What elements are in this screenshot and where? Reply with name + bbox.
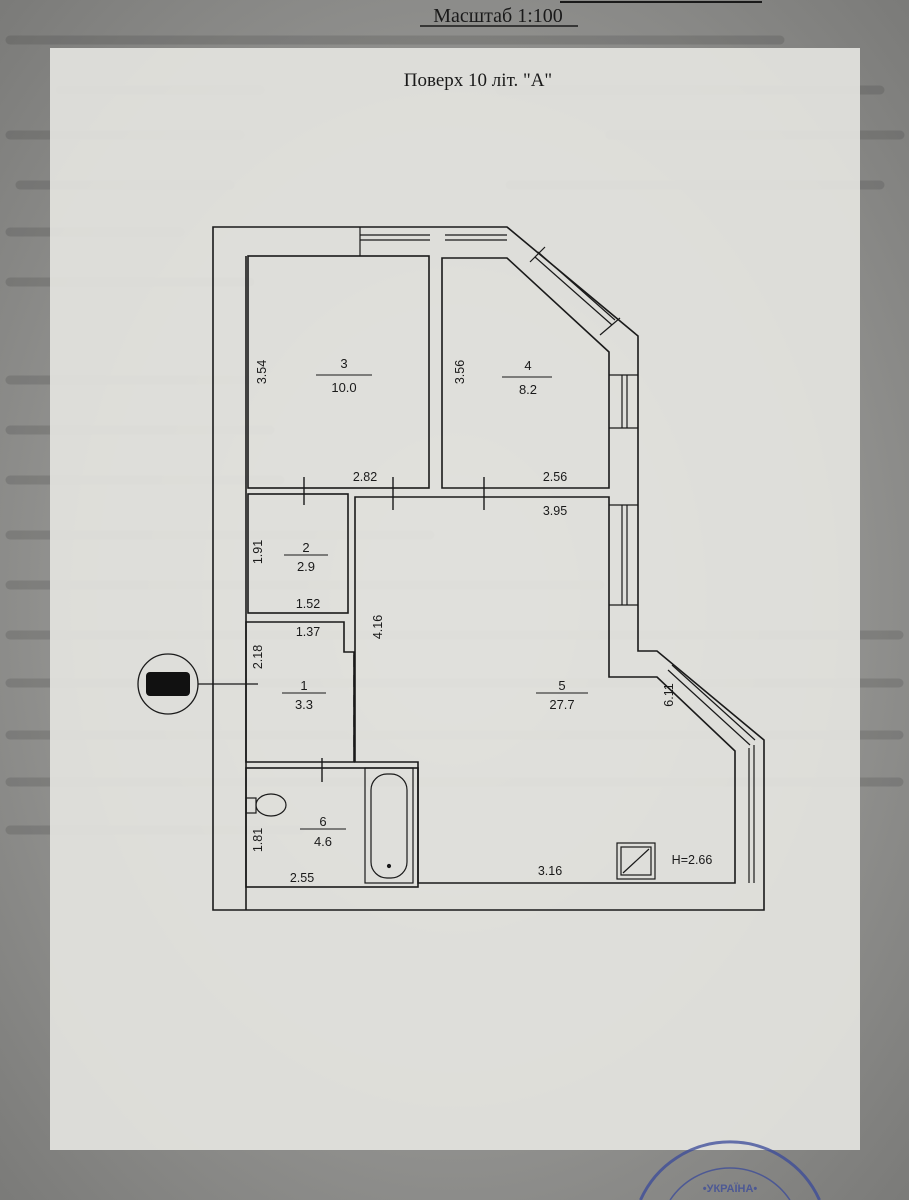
svg-text:5: 5 — [558, 678, 565, 693]
svg-text:8.2: 8.2 — [519, 382, 537, 397]
ceiling-height: H=2.66 — [672, 853, 713, 867]
dim-room6-height: 1.81 — [251, 828, 265, 852]
svg-text:4: 4 — [524, 358, 531, 373]
room-5-outline — [354, 496, 736, 884]
dim-room2-width: 1.52 — [296, 597, 320, 611]
window-room5-diagonal — [667, 664, 756, 883]
dim-room5-bottom: 3.16 — [538, 864, 562, 878]
room-6-label: 64.6 — [300, 814, 346, 849]
floor-title: Поверх 10 літ. "А" — [404, 70, 552, 91]
dim-room2-height: 1.91 — [251, 540, 265, 564]
dim-room1-width: 1.37 — [296, 625, 320, 639]
room-4-label: 48.2 — [502, 358, 552, 397]
window-room4-diagonal — [529, 246, 621, 336]
dim-room3-height: 3.54 — [255, 360, 269, 384]
window-room5-side — [609, 504, 638, 606]
windows — [359, 227, 756, 883]
svg-text:6: 6 — [319, 814, 326, 829]
bathtub-icon — [364, 767, 414, 884]
svg-text:27.7: 27.7 — [549, 697, 574, 712]
svg-text:3.3: 3.3 — [295, 697, 313, 712]
official-stamp: •УКРАЇНА• — [639, 1140, 821, 1200]
svg-text:2.9: 2.9 — [297, 559, 315, 574]
dim-room5-right-height: 6.11 — [662, 683, 676, 706]
dim-room1-height: 2.18 — [251, 645, 265, 669]
dim-room4-height: 3.56 — [453, 360, 467, 384]
room-4-outline — [441, 257, 610, 489]
svg-text:•УКРАЇНА•: •УКРАЇНА• — [703, 1182, 758, 1195]
window-room3 — [359, 227, 430, 256]
room-2-outline — [247, 493, 349, 614]
dim-room5-left-height: 4.16 — [371, 615, 385, 639]
svg-text:2: 2 — [302, 540, 309, 555]
svg-text:3: 3 — [340, 356, 347, 371]
dim-room3-width: 2.82 — [353, 470, 377, 484]
ventilation-shaft-icon — [616, 842, 656, 880]
room-2-label: 22.9 — [284, 540, 328, 574]
apartment-marker — [137, 653, 258, 715]
scale-label: Масштаб 1:100 — [433, 5, 563, 27]
dim-room6-width: 2.55 — [290, 871, 314, 885]
window-room4-side — [609, 374, 638, 429]
svg-text:4.6: 4.6 — [314, 834, 332, 849]
toilet-icon — [245, 793, 287, 817]
room-5-label: 527.7 — [536, 678, 588, 712]
plan-paper — [50, 48, 860, 1150]
dim-room4-width: 2.56 — [543, 470, 567, 484]
room-3-label: 310.0 — [316, 356, 372, 395]
doors — [303, 477, 485, 782]
svg-text:10.0: 10.0 — [331, 380, 356, 395]
dim-room5-top: 3.95 — [543, 504, 567, 518]
room-3-outline — [247, 255, 430, 489]
redacted-number — [146, 672, 190, 696]
window-room4-top — [445, 234, 507, 241]
room-1-label: 13.3 — [282, 678, 326, 712]
svg-text:1: 1 — [300, 678, 307, 693]
